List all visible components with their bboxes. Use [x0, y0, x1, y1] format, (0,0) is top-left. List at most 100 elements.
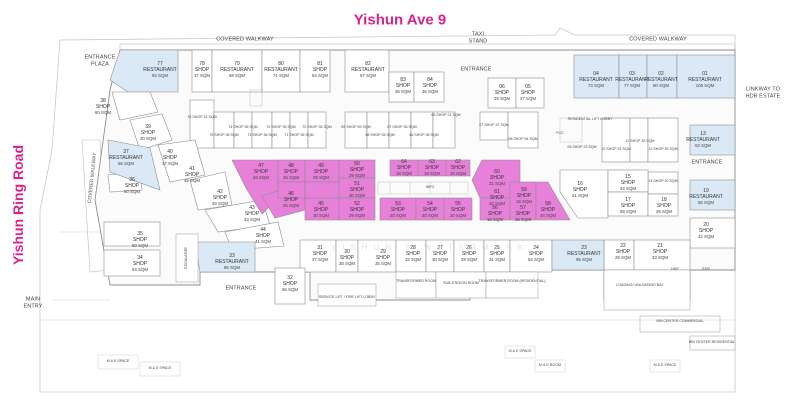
bottom-restaurant — [551, 239, 605, 271]
entrance-plaza-label: ENTRANCE — [84, 54, 116, 61]
hdp-label: HDP — [671, 267, 679, 272]
me-space-label: M & E SPACE — [508, 349, 532, 354]
escalators — [249, 89, 583, 195]
service-rooms — [175, 233, 736, 351]
watermark-text: YISHUN 9 WATERMARK — [330, 243, 530, 252]
road-label-top: Yishun Ave 9 — [353, 11, 447, 29]
unit-label-small: 09 SHOP 23 SQM — [567, 145, 597, 150]
left-wing-restaurants — [107, 139, 256, 273]
unit-label-small: 11 SHOP 35 SQM — [625, 139, 655, 144]
unit-label-small: 76 SHOP 42 SQM — [187, 115, 217, 120]
entrance-label: ENTRANCE — [225, 285, 257, 292]
top-row-shops — [191, 49, 545, 109]
main-entry-label: MAIN — [25, 296, 41, 303]
taxi-stand-label: STAND — [468, 38, 488, 45]
highlight-block-mid — [379, 159, 473, 221]
unit-label-small: 68 SHOP 35 SQM — [365, 133, 395, 138]
transformer-room-residential-label: TRANSFORMER ROOM (RESIDENTIAL) — [478, 279, 546, 284]
unit-label-small: 67 SHOP 35 SQM — [387, 125, 417, 130]
entrance-plaza-label: PLAZA — [91, 61, 109, 68]
unit-label-small: 65 SHOP 21 SQM — [431, 113, 461, 118]
loading-bay-label: LOADING/ UNLOADING BAY — [616, 283, 664, 288]
highlight-block-right — [471, 159, 571, 221]
right-shops — [559, 169, 736, 249]
top-row-units — [109, 49, 736, 99]
linkway-label: LINKWAY TO — [745, 86, 781, 93]
me-space-label: M & E SPACE — [106, 359, 130, 364]
taxi-stand-label: TAXI — [471, 31, 485, 38]
entrance-label: ENTRANCE — [691, 159, 723, 166]
residential-lift-lobby-label: RESIDENTIAL LIFT LOBBY — [567, 117, 613, 122]
escalator-label: ESCALATOR — [184, 247, 189, 269]
second-row-shops — [189, 99, 679, 195]
bin-center-residential-label: BIN CENTER RESIDENTIAL — [688, 340, 736, 345]
me-space-label: M & E SPACE — [148, 366, 172, 371]
entrance-label: ENTRANCE — [460, 66, 492, 73]
unit-label-small: 71 SHOP 35 SQM — [284, 133, 314, 138]
covered-walkway-label: COVERED WALKWAY — [629, 36, 687, 43]
unit-label-small: 72 SHOP 35 SQM — [266, 125, 296, 130]
unit-label-small: 66 SHOP 35 SQM — [409, 133, 439, 138]
eer-label: EER — [702, 267, 710, 272]
info-label: INFO — [425, 185, 435, 190]
me-room-label: M & E ROOM — [539, 363, 561, 368]
highlight-block-left — [231, 159, 376, 221]
bottom-row-shops — [274, 239, 691, 305]
unit-label-small: 08 SHOP 54 SQM — [508, 137, 538, 142]
bin-center-label: BIN CENTER COMMERCIAL — [656, 319, 704, 324]
sub-station-label: SUB-STATION ROOM — [443, 281, 479, 286]
covered-walkway-label: COVERED WALKWAY — [216, 36, 274, 43]
unit-label-small: 10 SHOP 31 SQM — [601, 147, 631, 152]
unit-label-small: 75 SHOP 35 SQM — [209, 133, 239, 138]
unit-label-small: 74 SHOP 35 SQM — [228, 125, 258, 130]
unit-label-small: 12 SHOP 35 SQM — [648, 147, 678, 152]
bottom-landscape — [40, 231, 735, 377]
